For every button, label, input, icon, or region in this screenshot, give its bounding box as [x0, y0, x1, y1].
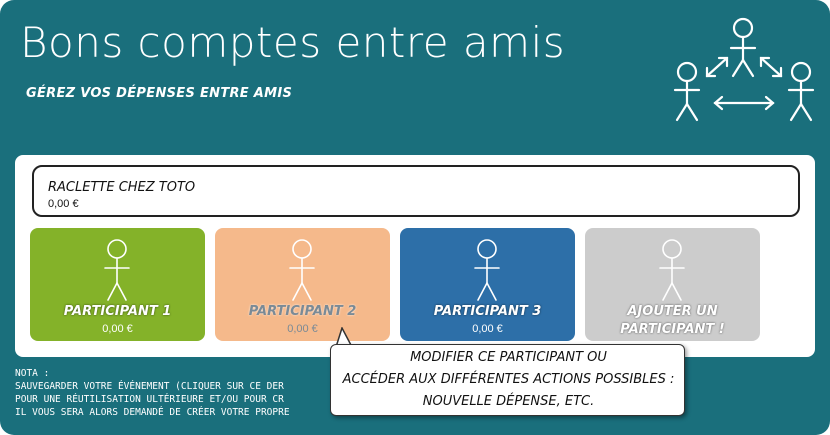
participant-name: Participant 1 — [63, 304, 172, 319]
add-participant-button[interactable]: Ajouter un participant ! — [585, 228, 760, 341]
event-total: 0,00 € — [48, 198, 79, 210]
three-people-exchange-icon — [673, 17, 815, 122]
participant-amount: 0,00 € — [472, 323, 503, 335]
participant-card-1[interactable]: Participant 1 0,00 € — [30, 228, 205, 341]
participant-tooltip: Modifier ce participant ou accéder aux d… — [330, 344, 685, 416]
event-summary[interactable]: Raclette chez Toto 0,00 € — [32, 165, 800, 217]
app-subtitle: Gérez vos dépenses entre amis — [26, 86, 293, 101]
person-icon — [659, 239, 685, 301]
person-icon — [289, 239, 315, 301]
note-line: POUR UNE RÉUTILISATION ULTÉRIEURE ET/OU … — [15, 394, 284, 405]
note-line: IL VOUS SERA ALORS DEMANDÉ DE CRÉER VOTR… — [15, 407, 290, 418]
participant-card-3[interactable]: Participant 3 0,00 € — [400, 228, 575, 341]
tooltip-line: Modifier ce participant ou — [410, 350, 607, 365]
note-text: NOTA : SAUVEGARDER VOTRE ÉVÉNEMENT (CLIQ… — [15, 367, 290, 419]
person-icon — [474, 239, 500, 301]
participant-amount: 0,00 € — [287, 323, 318, 335]
participant-amount: 0,00 € — [102, 323, 133, 335]
person-icon — [104, 239, 130, 301]
participant-card-2[interactable]: Participant 2 0,00 € — [215, 228, 390, 341]
event-name: Raclette chez Toto — [48, 180, 196, 195]
add-participant-label-line2: participant ! — [620, 322, 725, 337]
participant-name: Participant 2 — [248, 304, 357, 319]
note-line: SAUVEGARDER VOTRE ÉVÉNEMENT (CLIQUER SUR… — [15, 381, 284, 392]
app-title: Bons comptes entre amis — [20, 18, 566, 67]
event-panel: Raclette chez Toto 0,00 € Participant 1 … — [15, 155, 815, 357]
tooltip-line: nouvelle dépense, etc. — [422, 394, 595, 409]
note-heading: NOTA : — [15, 368, 50, 379]
tooltip-line: accéder aux différentes actions possible… — [342, 372, 675, 387]
participant-name: Participant 3 — [433, 304, 542, 319]
add-participant-label-line1: Ajouter un — [627, 304, 718, 319]
